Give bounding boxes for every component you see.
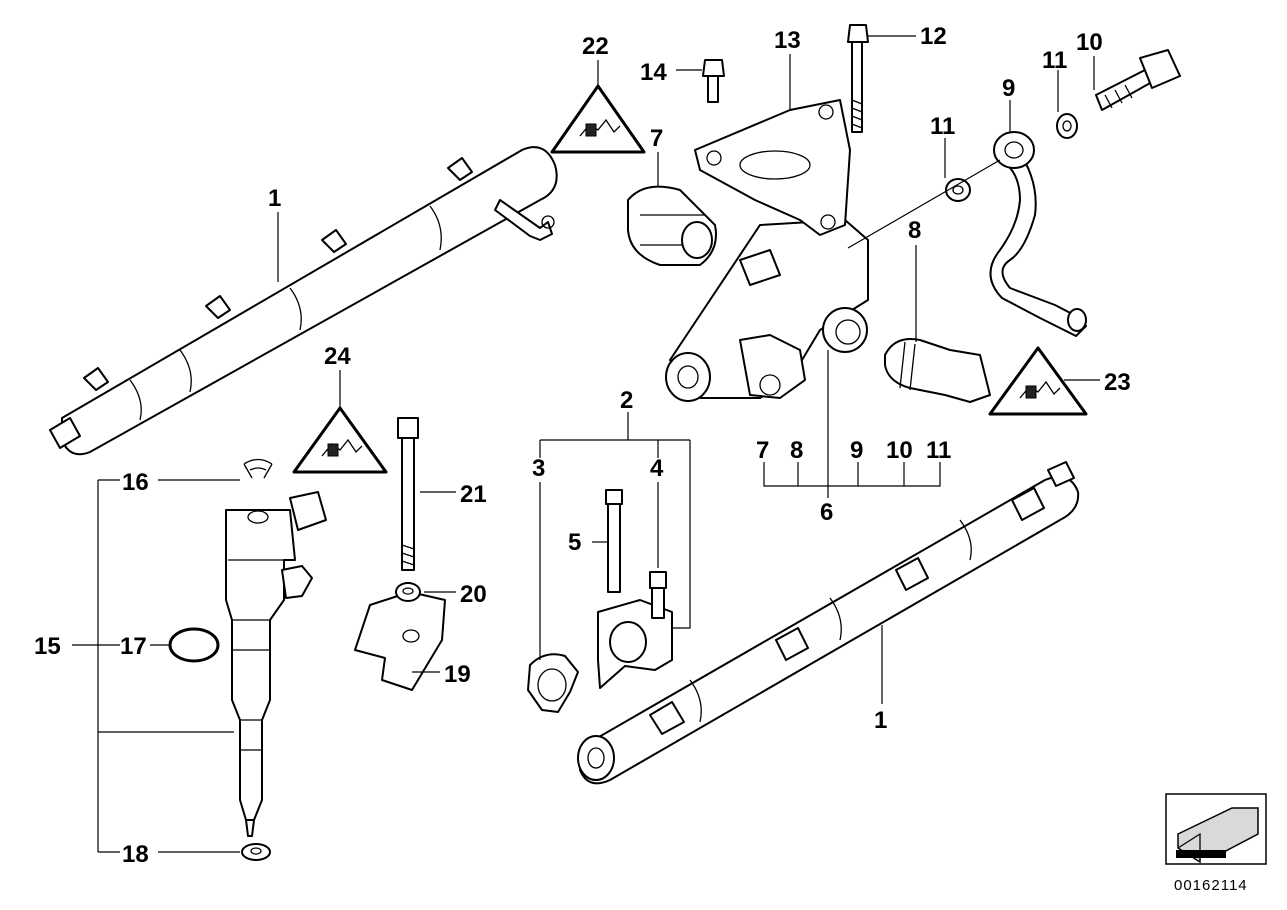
stud-bolt: [397, 417, 419, 571]
callout-11-top: 11: [1042, 47, 1067, 74]
callout-17: 17: [120, 633, 147, 660]
callout-7: 7: [650, 125, 663, 152]
washer: [395, 582, 421, 602]
callout-3: 3: [532, 455, 545, 482]
banjo-bolt: [1095, 49, 1181, 111]
holder-bolts: [605, 489, 667, 619]
callout-5: 5: [568, 529, 581, 556]
static-electricity-warning-icon-22: [550, 84, 646, 154]
callout-6: 6: [820, 499, 833, 526]
callout-9: 9: [1002, 75, 1015, 102]
rail-holder: [597, 599, 673, 689]
callout-24: 24: [324, 343, 351, 370]
callout-1-upper: 1: [268, 185, 281, 212]
o-ring: [168, 627, 220, 663]
callout-19: 19: [444, 661, 471, 688]
callout-10: 10: [1076, 29, 1103, 56]
callout-14: 14: [640, 59, 667, 86]
callout-13: 13: [774, 27, 801, 54]
callout-7-group: 7: [756, 437, 769, 464]
callout-21: 21: [460, 481, 487, 508]
callout-8-group: 8: [790, 437, 803, 464]
callout-12: 12: [920, 23, 947, 50]
pressure-regulator-block: [665, 219, 869, 402]
bracket: [694, 99, 851, 236]
bolt-short: [702, 59, 725, 103]
washers: [945, 113, 1078, 202]
callout-11-middle: 11: [930, 113, 955, 140]
callout-20: 20: [460, 581, 487, 608]
callout-18: 18: [122, 841, 149, 868]
injector: [225, 491, 327, 837]
callout-labels: 1 1 2 3 4 5 6 7 8 9 10 11 7 8 9 10 11 11…: [34, 23, 1131, 868]
direction-arrow-icon: [1165, 793, 1267, 865]
clamping-claw: [354, 591, 446, 691]
seal-washer: [241, 843, 271, 861]
catalog-number: 00162114: [1174, 877, 1248, 894]
callout-8: 8: [908, 217, 921, 244]
return-line: [989, 131, 1087, 337]
callout-11-group: 11: [926, 437, 951, 464]
clamp: [527, 653, 579, 713]
callout-22: 22: [582, 33, 609, 60]
callout-1-lower: 1: [874, 707, 887, 734]
static-electricity-warning-icon-23: [988, 346, 1088, 416]
callout-15: 15: [34, 633, 61, 660]
fuel-rail-lower: [577, 461, 1080, 785]
callout-9-group: 9: [850, 437, 863, 464]
clip: [243, 458, 273, 479]
callout-23: 23: [1104, 369, 1131, 396]
callout-16: 16: [122, 469, 149, 496]
callout-2: 2: [620, 387, 633, 414]
callout-4: 4: [650, 455, 664, 482]
callout-10-group: 10: [886, 437, 913, 464]
leader-lines: [72, 35, 1100, 853]
static-electricity-warning-icon-24: [292, 406, 388, 474]
plug-connector: [884, 338, 991, 403]
bolt-long: [847, 24, 869, 133]
pressure-sensor: [627, 185, 717, 266]
fuel-rail-upper: [49, 146, 558, 456]
